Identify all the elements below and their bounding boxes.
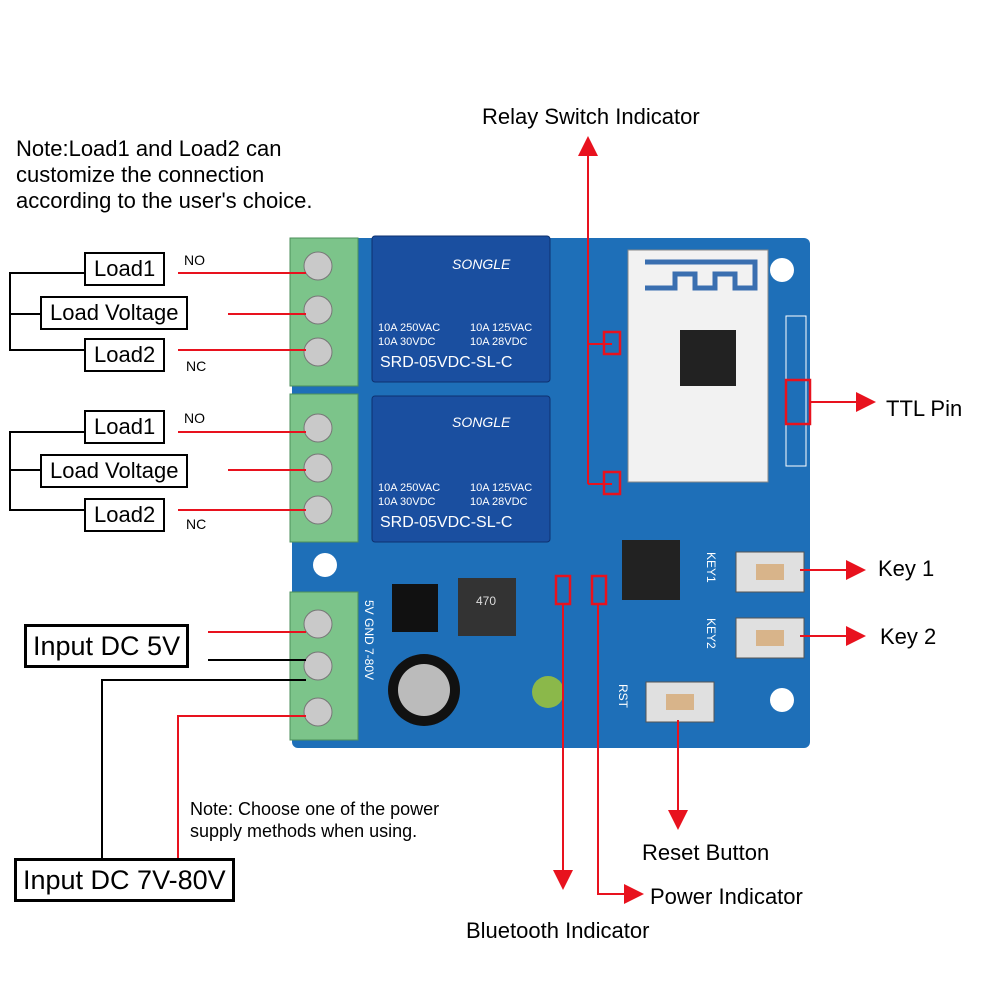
load1-label-group1: Load1 bbox=[84, 252, 166, 286]
silkscreen-rst: RST bbox=[616, 684, 630, 708]
silkscreen-key1: KEY1 bbox=[704, 552, 718, 583]
relay2-rating-right-2: 10A 28VDC bbox=[470, 496, 528, 508]
silkscreen-inductor: 470 bbox=[476, 594, 497, 608]
key2-label: Key 2 bbox=[880, 624, 937, 649]
screw bbox=[303, 651, 333, 681]
load1-label-group2: Load1 bbox=[84, 410, 166, 444]
no-label-group1: NO bbox=[184, 252, 205, 268]
silkscreen-power-terminal: 5V GND 7-80V bbox=[362, 600, 376, 681]
nc-label-group1: NC bbox=[186, 358, 207, 374]
load2-label-group2: Load2 bbox=[84, 498, 166, 532]
antenna-trace bbox=[645, 259, 758, 291]
screw bbox=[303, 495, 333, 525]
screw bbox=[303, 251, 333, 281]
key1-cap bbox=[756, 564, 784, 580]
reset-button-label: Reset Button bbox=[642, 840, 770, 865]
mount-hole bbox=[770, 688, 794, 712]
relay2-rating-left-1: 10A 250VAC bbox=[378, 482, 441, 494]
relay1-brand: SONGLE bbox=[452, 256, 511, 272]
screw bbox=[303, 453, 333, 483]
no-label-group2: NO bbox=[184, 410, 205, 426]
relay2-brand: SONGLE bbox=[452, 414, 511, 430]
ttl-header bbox=[785, 315, 807, 467]
silkscreen-key2: KEY2 bbox=[704, 618, 718, 649]
input-dc-5v-label: Input DC 5V bbox=[24, 624, 190, 668]
key1-label: Key 1 bbox=[878, 556, 935, 581]
bluetooth-chip bbox=[680, 330, 736, 386]
load2-label-group1: Load2 bbox=[84, 338, 166, 372]
electrolytic-capacitor-top bbox=[398, 664, 450, 716]
relay2-rating-left-2: 10A 30VDC bbox=[378, 496, 436, 508]
relay1-rating-left-1: 10A 250VAC bbox=[378, 322, 441, 334]
green-capacitor bbox=[532, 676, 564, 708]
key2-cap bbox=[756, 630, 784, 646]
relay2-rating-right-1: 10A 125VAC bbox=[470, 482, 533, 494]
screw bbox=[303, 337, 333, 367]
screw bbox=[303, 413, 333, 443]
mount-hole bbox=[313, 553, 337, 577]
note-power-supply: Note: Choose one of the power supply met… bbox=[190, 799, 440, 841]
bluetooth-indicator-label: Bluetooth Indicator bbox=[466, 918, 650, 943]
screw bbox=[303, 697, 333, 727]
screw bbox=[303, 295, 333, 325]
relay1-rating-right-1: 10A 125VAC bbox=[470, 322, 533, 334]
relay-switch-indicator-label: Relay Switch Indicator bbox=[482, 104, 700, 129]
relay-1 bbox=[371, 235, 551, 383]
note-load-customization: Note:Load1 and Load2 can customize the c… bbox=[16, 136, 313, 213]
input-dc-7-80v-label: Input DC 7V-80V bbox=[14, 858, 235, 902]
screw bbox=[303, 609, 333, 639]
load-voltage-label-group2: Load Voltage bbox=[40, 454, 189, 488]
relay1-model: SRD-05VDC-SL-C bbox=[380, 354, 513, 371]
ic-chip bbox=[392, 584, 438, 632]
nc-label-group2: NC bbox=[186, 516, 207, 532]
reset-cap bbox=[666, 694, 694, 710]
regulator bbox=[622, 540, 680, 600]
inductor bbox=[458, 578, 516, 636]
relay-2 bbox=[371, 395, 551, 543]
ttl-pin-label: TTL Pin bbox=[886, 396, 963, 421]
relay2-model: SRD-05VDC-SL-C bbox=[380, 514, 513, 531]
relay1-rating-right-2: 10A 28VDC bbox=[470, 336, 528, 348]
load-voltage-label-group1: Load Voltage bbox=[40, 296, 189, 330]
mount-hole bbox=[770, 258, 794, 282]
relay1-rating-left-2: 10A 30VDC bbox=[378, 336, 436, 348]
power-indicator-label: Power Indicator bbox=[650, 884, 803, 909]
